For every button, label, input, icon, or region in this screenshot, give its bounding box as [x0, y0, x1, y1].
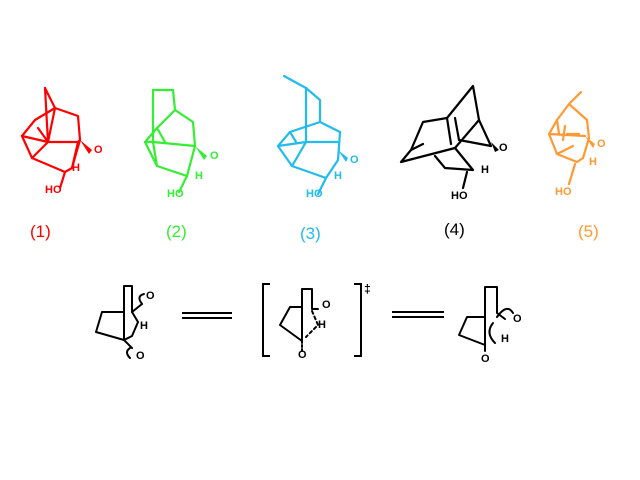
- compound-4-label: (4): [444, 220, 465, 239]
- product-skeleton: [458, 286, 514, 352]
- compound-5-skeleton: [547, 90, 595, 186]
- hydrogen: H: [195, 170, 203, 182]
- double-dagger-symbol: ‡: [364, 282, 371, 296]
- hydroxyl: HO: [306, 188, 323, 200]
- hydroxyl: HO: [451, 190, 468, 202]
- compound-1-skeleton: [20, 86, 92, 190]
- ketone-oxygen: O: [597, 138, 606, 150]
- compound-4-structure: O H HO: [395, 80, 515, 210]
- bottom-oxygen: O: [481, 353, 490, 365]
- hydrogen: H: [501, 333, 509, 345]
- hydroxyl: HO: [555, 186, 572, 198]
- ketone-oxygen: O: [94, 144, 103, 156]
- bottom-oxygen: O: [136, 350, 145, 362]
- compound-3-structure: O H HO: [270, 70, 380, 210]
- compound-1-structure: O H HO: [10, 80, 120, 210]
- compound-4-skeleton: [399, 84, 499, 190]
- top-oxygen: O: [513, 313, 522, 325]
- mechanism-product: O H O: [455, 283, 540, 368]
- equilibrium-arrow-1: [182, 312, 232, 322]
- equilibrium-arrow-2: [392, 311, 444, 321]
- compound-5-label: (5): [578, 222, 599, 241]
- hydrogen: H: [334, 170, 342, 182]
- ketone-oxygen: O: [499, 142, 508, 154]
- hydrogen: H: [318, 319, 326, 331]
- hydroxyl: HO: [45, 184, 62, 196]
- hydroxyl: HO: [167, 188, 184, 200]
- compound-2-structure: O H HO: [135, 80, 245, 210]
- top-oxygen: O: [146, 290, 155, 302]
- reactant-skeleton: [95, 285, 145, 359]
- compound-1-label: (1): [30, 222, 51, 241]
- compound-5-structure: O H HO: [545, 90, 640, 210]
- hydrogen: H: [140, 320, 148, 332]
- left-bracket: [262, 283, 270, 357]
- compound-2-label: (2): [166, 222, 187, 241]
- hydrogen: H: [72, 162, 80, 174]
- hydrogen: H: [589, 156, 597, 168]
- mechanism-reactant: O H O: [92, 282, 172, 362]
- ts-skeleton: [279, 288, 319, 352]
- ketone-oxygen: O: [210, 150, 219, 162]
- top-oxygen: O: [322, 299, 331, 311]
- compound-3-skeleton: [276, 74, 348, 196]
- ketone-oxygen: O: [350, 154, 359, 166]
- right-bracket: [354, 283, 362, 357]
- compound-3-label: (3): [300, 224, 321, 243]
- compound-2-skeleton: [143, 88, 207, 194]
- mechanism-transition-state: O H O: [278, 285, 348, 365]
- hydrogen: H: [481, 164, 489, 176]
- bottom-oxygen: O: [298, 349, 307, 361]
